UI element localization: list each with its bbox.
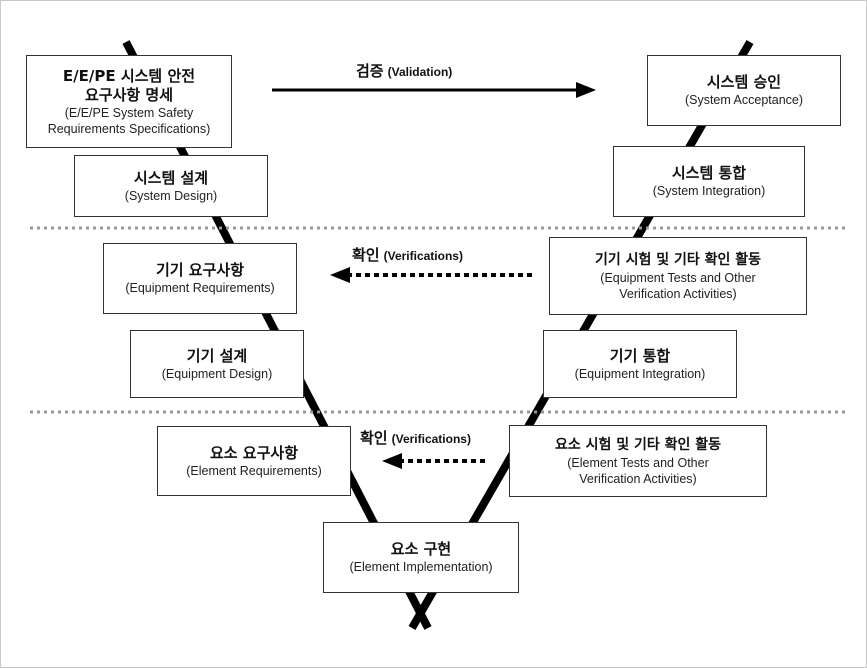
system-acceptance-box: 시스템 승인 (System Acceptance) bbox=[647, 55, 841, 126]
ee-pe-safety-requirements-box: E/E/PE 시스템 안전 요구사항 명세 (E/E/PE System Saf… bbox=[26, 55, 232, 148]
equipment-design-title: 기기 설계 bbox=[186, 346, 248, 365]
ee-pe-subtitle-line-2: Requirements Specifications) bbox=[47, 121, 211, 136]
system-integration-title: 시스템 통합 bbox=[671, 164, 747, 182]
equipment-tests-title: 기기 시험 및 기타 확인 활동 bbox=[594, 251, 762, 268]
ee-pe-subtitle-line-1: (E/E/PE System Safety bbox=[64, 105, 194, 120]
system-integration-subtitle: (System Integration) bbox=[652, 184, 766, 198]
equipment-tests-subtitle-line-1: (Equipment Tests and Other bbox=[600, 270, 756, 285]
element-tests-subtitle-line-2: Verification Activities) bbox=[579, 471, 697, 486]
verification-label-1-kr: 확인 bbox=[352, 246, 380, 264]
validation-label: 검증 (Validation) bbox=[356, 60, 452, 81]
verification-label-2-kr: 확인 bbox=[360, 429, 388, 447]
element-requirements-title: 요소 요구사항 bbox=[209, 443, 299, 462]
system-integration-box: 시스템 통합 (System Integration) bbox=[613, 146, 805, 217]
validation-label-kr: 검증 bbox=[356, 62, 384, 80]
validation-arrowhead bbox=[576, 82, 596, 98]
system-design-subtitle: (System Design) bbox=[124, 188, 218, 203]
equipment-design-box: 기기 설계 (Equipment Design) bbox=[130, 330, 304, 398]
verification-label-1: 확인 (Verifications) bbox=[352, 244, 463, 265]
element-requirements-subtitle: (Element Requirements) bbox=[186, 463, 322, 478]
system-acceptance-title: 시스템 승인 bbox=[706, 73, 782, 91]
equipment-design-subtitle: (Equipment Design) bbox=[161, 366, 273, 381]
element-requirements-box: 요소 요구사항 (Element Requirements) bbox=[157, 426, 351, 496]
verification-label-2-en: (Verifications) bbox=[391, 432, 471, 446]
ee-pe-title-line-1: E/E/PE 시스템 안전 bbox=[62, 66, 196, 85]
element-tests-title: 요소 시험 및 기타 확인 활동 bbox=[554, 436, 722, 453]
equipment-tests-subtitle-line-2: Verification Activities) bbox=[619, 286, 737, 301]
element-tests-box: 요소 시험 및 기타 확인 활동 (Element Tests and Othe… bbox=[509, 425, 767, 497]
equipment-requirements-title: 기기 요구사항 bbox=[155, 261, 245, 279]
element-implementation-box: 요소 구현 (Element Implementation) bbox=[323, 522, 519, 593]
element-implementation-title: 요소 구현 bbox=[390, 540, 452, 558]
equipment-requirements-box: 기기 요구사항 (Equipment Requirements) bbox=[103, 243, 297, 314]
equipment-tests-box: 기기 시험 및 기타 확인 활동 (Equipment Tests and Ot… bbox=[549, 237, 807, 315]
system-design-box: 시스템 설계 (System Design) bbox=[74, 155, 268, 217]
verification-label-2: 확인 (Verifications) bbox=[360, 427, 471, 448]
system-design-title: 시스템 설계 bbox=[133, 168, 209, 187]
verification-arrowhead-2 bbox=[382, 453, 402, 469]
equipment-integration-box: 기기 통합 (Equipment Integration) bbox=[543, 330, 737, 398]
ee-pe-title-line-2: 요구사항 명세 bbox=[84, 85, 174, 104]
validation-label-en: (Validation) bbox=[387, 65, 453, 79]
verification-arrowhead-1 bbox=[330, 267, 350, 283]
verification-label-1-en: (Verifications) bbox=[383, 249, 463, 263]
element-tests-subtitle-line-1: (Element Tests and Other bbox=[567, 455, 709, 470]
equipment-integration-title: 기기 통합 bbox=[609, 346, 671, 365]
equipment-requirements-subtitle: (Equipment Requirements) bbox=[125, 281, 275, 295]
element-implementation-subtitle: (Element Implementation) bbox=[349, 560, 493, 574]
equipment-integration-subtitle: (Equipment Integration) bbox=[574, 366, 706, 381]
system-acceptance-subtitle: (System Acceptance) bbox=[684, 93, 804, 107]
